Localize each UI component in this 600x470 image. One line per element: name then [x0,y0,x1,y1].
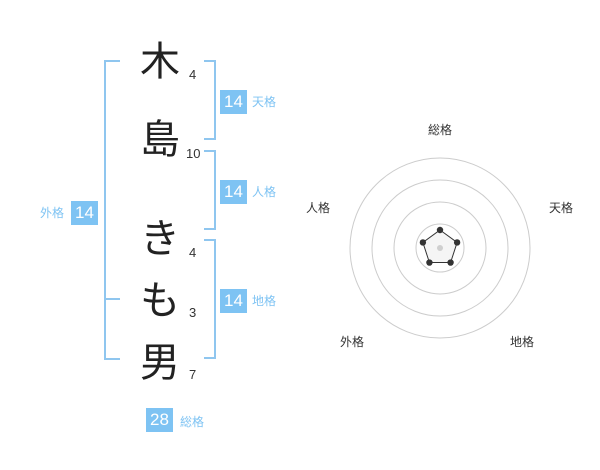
stroke-count-2: 10 [186,146,201,161]
radar-point-4 [426,259,433,266]
tenkaku-value: 14 [220,90,247,114]
radar-ring-4 [415,223,465,273]
name-char-3: き [140,216,180,262]
name-char-5: 男 [140,340,180,386]
radar-axis-label-gaikaku: 外格 [340,335,365,349]
tenkaku-label: 天格 [252,95,277,109]
radar-point-5 [419,239,427,246]
gaikaku-value: 14 [71,201,98,225]
chikaku-label: 地格 [252,294,277,308]
radar-point-2 [453,239,461,246]
chikaku-value: 14 [220,289,247,313]
gaikaku-bracket-tick [104,298,120,300]
radar-axis-label-chikaku: 地格 [510,335,535,349]
soukaku-label: 総格 [180,415,205,429]
radar-axis-label-tenkaku: 天格 [549,201,574,215]
radar-axis-label-soukaku: 総格 [428,123,453,137]
stroke-count-1: 4 [189,67,197,82]
chikaku-bracket [204,239,216,359]
radar-ring-3 [393,201,487,295]
jinkaku-value: 14 [220,180,247,204]
radar-point-3 [447,259,454,266]
name-char-1: 木 [140,39,180,85]
radar-center [437,245,443,251]
radar-ring-1 [349,157,531,339]
name-char-2: 島 [140,117,180,163]
stroke-count-4: 3 [189,305,197,320]
name-char-4: も [140,278,180,324]
jinkaku-bracket [204,150,216,230]
radar-axis-label-jinkaku: 人格 [306,201,331,215]
radar-ring-2 [371,179,509,317]
tenkaku-bracket [204,60,216,140]
jinkaku-label: 人格 [252,185,277,199]
stroke-count-5: 7 [189,367,197,382]
gaikaku-label: 外格 [40,206,65,220]
radar-polygon [422,229,458,264]
stroke-count-3: 4 [189,245,197,260]
gaikaku-bracket [104,60,120,360]
soukaku-value: 28 [146,408,173,432]
radar-point-1 [436,226,444,234]
